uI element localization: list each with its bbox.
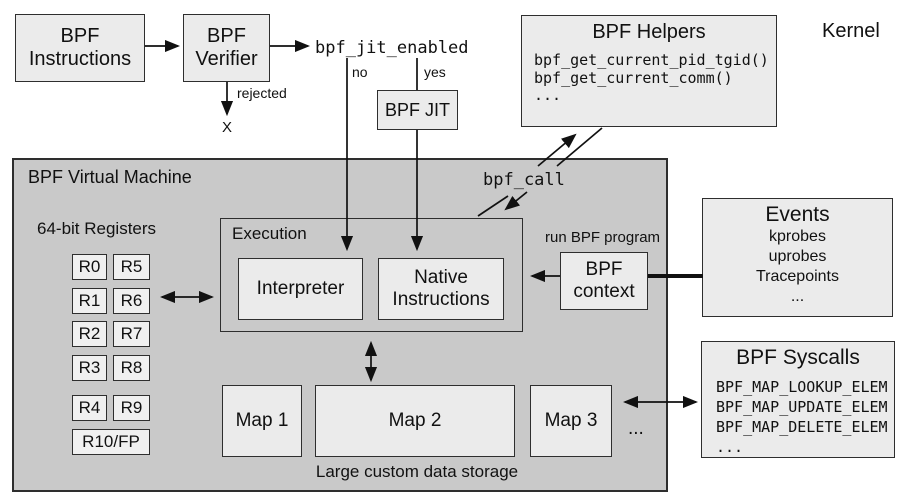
event-source: ... <box>790 288 805 305</box>
rejected-label: rejected <box>237 85 287 101</box>
register-r5: R5 <box>113 254 150 280</box>
register-r3: R3 <box>72 355 107 381</box>
event-source: Tracepoints <box>756 268 839 285</box>
register-r4: R4 <box>72 395 107 421</box>
register-r7: R7 <box>113 321 150 347</box>
register-r8: R8 <box>113 355 150 381</box>
bpf-syscalls-title: BPF Syscalls <box>736 346 860 369</box>
registers-label: 64-bit Registers <box>37 219 157 238</box>
register-r9: R9 <box>113 395 150 421</box>
syscall-command: BPF_MAP_LOOKUP_ELEM <box>716 378 888 396</box>
bpf-context-box: BPF context <box>560 252 648 310</box>
register-r6: R6 <box>113 288 150 314</box>
bpf-jit-enabled-label: bpf_jit_enabled <box>315 38 469 58</box>
no-branch-label: no <box>352 64 368 80</box>
bpf-instructions-box: BPF Instructions <box>15 14 145 82</box>
register-r0: R0 <box>72 254 107 280</box>
syscall-command: BPF_MAP_UPDATE_ELEM <box>716 398 888 416</box>
interpreter-box: Interpreter <box>238 258 363 320</box>
bpf-helpers-box: BPF Helpers bpf_get_current_pid_tgid() b… <box>521 15 777 127</box>
yes-branch-label: yes <box>424 64 446 80</box>
helper-function: bpf_get_current_pid_tgid() <box>534 51 769 69</box>
helper-function: bpf_get_current_comm() <box>534 68 733 87</box>
events-title: Events <box>765 203 830 226</box>
syscall-command: ... <box>716 438 744 456</box>
bpf-verifier-box: BPF Verifier <box>183 14 270 82</box>
maps-ellipsis: ... <box>628 418 644 439</box>
map-3-box: Map 3 <box>530 385 612 457</box>
event-source: uprobes <box>768 248 827 265</box>
events-box: Events kprobes uprobes Tracepoints ... <box>702 198 893 317</box>
bpf-helpers-title: BPF Helpers <box>592 21 706 43</box>
storage-label: Large custom data storage <box>315 462 519 481</box>
helper-function: ... <box>534 86 562 104</box>
bpf-call-label: bpf_call <box>483 170 565 190</box>
bpf-jit-box: BPF JIT <box>377 90 458 130</box>
vm-title: BPF Virtual Machine <box>28 167 192 187</box>
run-bpf-program-label: run BPF program <box>545 229 661 246</box>
native-instructions-box: Native Instructions <box>378 258 504 320</box>
kernel-label: Kernel <box>822 20 880 42</box>
event-source: kprobes <box>769 228 826 245</box>
register-r10-fp: R10/FP <box>72 429 150 455</box>
map-2-box: Map 2 <box>315 385 515 457</box>
map-1-box: Map 1 <box>222 385 302 457</box>
register-r2: R2 <box>72 321 107 347</box>
bpf-syscalls-box: BPF Syscalls BPF_MAP_LOOKUP_ELEM BPF_MAP… <box>701 341 895 458</box>
execution-title: Execution <box>232 224 307 243</box>
syscall-command: BPF_MAP_DELETE_ELEM <box>716 418 888 436</box>
rejected-x-mark: X <box>221 119 232 136</box>
register-r1: R1 <box>72 288 107 314</box>
